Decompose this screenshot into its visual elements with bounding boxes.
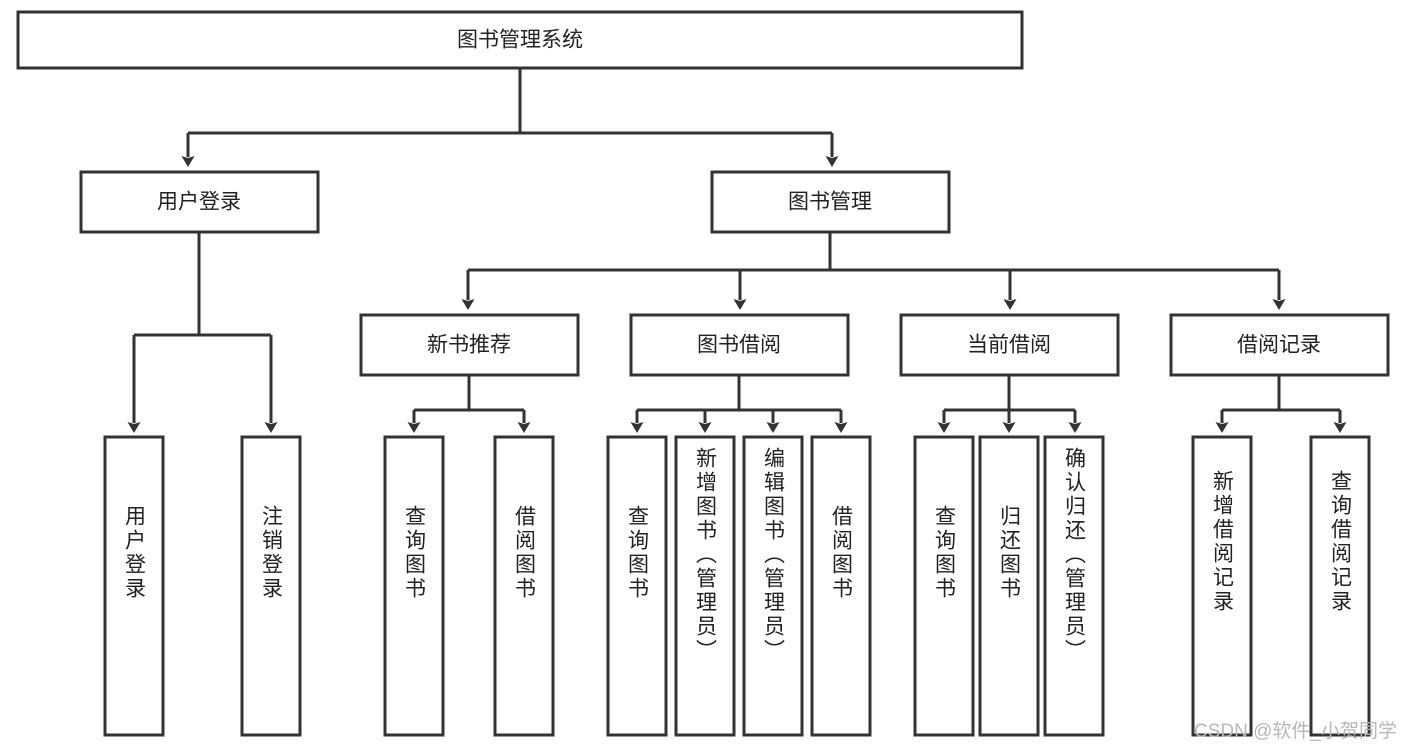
node-user-login[interactable] — [79, 170, 320, 234]
leaf-box-borrow-book-1[interactable] — [493, 435, 555, 737]
leaf-box-edit-book[interactable] — [742, 435, 804, 737]
node-label-borrow-record: 借阅记录 — [1237, 334, 1321, 357]
node-book-borrow[interactable] — [629, 313, 850, 377]
node-borrow-record[interactable] — [1169, 313, 1390, 377]
node-label-user-login: 用户登录 — [157, 191, 241, 214]
leaf-box-query-book-2[interactable] — [606, 435, 668, 737]
leaf-box-add-borrow-record[interactable] — [1191, 435, 1253, 737]
node-new-book-recommend[interactable] — [359, 313, 580, 377]
node-label-book-borrow: 图书借阅 — [697, 334, 781, 357]
watermark-text: CSDN @软件_小贺同学 — [1194, 721, 1397, 742]
leaf-box-user-login[interactable] — [103, 435, 165, 737]
connector-bookborrow-to-leaves — [630, 375, 848, 433]
leaf-box-add-book[interactable] — [674, 435, 736, 737]
connector-borrowrecord-to-leaves — [1215, 375, 1347, 433]
node-book-management-system[interactable] — [16, 10, 1024, 70]
leaf-box-query-book-1[interactable] — [383, 435, 445, 737]
leaf-box-query-borrow-record[interactable] — [1309, 435, 1371, 737]
node-book-management[interactable] — [710, 170, 951, 234]
connector-newbook-to-leaves — [407, 375, 531, 433]
leaf-box-borrow-book-2[interactable] — [810, 435, 872, 737]
node-label-new-book-recommend: 新书推荐 — [427, 334, 511, 357]
connector-userlogin-to-leaves — [127, 232, 278, 433]
connector-root-to-level1 — [181, 68, 839, 167]
leaf-box-query-book-3[interactable] — [913, 435, 975, 737]
node-label-book-management: 图书管理 — [788, 191, 872, 214]
connector-currentborrow-to-leaves — [937, 375, 1082, 433]
node-current-borrow[interactable] — [899, 313, 1120, 377]
node-label-current-borrow: 当前借阅 — [967, 334, 1051, 357]
leaf-box-confirm-return[interactable] — [1043, 435, 1105, 737]
node-label-book-management-system: 图书管理系统 — [457, 29, 583, 52]
leaf-box-return-book[interactable] — [978, 435, 1040, 737]
connector-bookmgmt-to-level2 — [461, 232, 1286, 310]
leaf-box-logout-login[interactable] — [240, 435, 302, 737]
